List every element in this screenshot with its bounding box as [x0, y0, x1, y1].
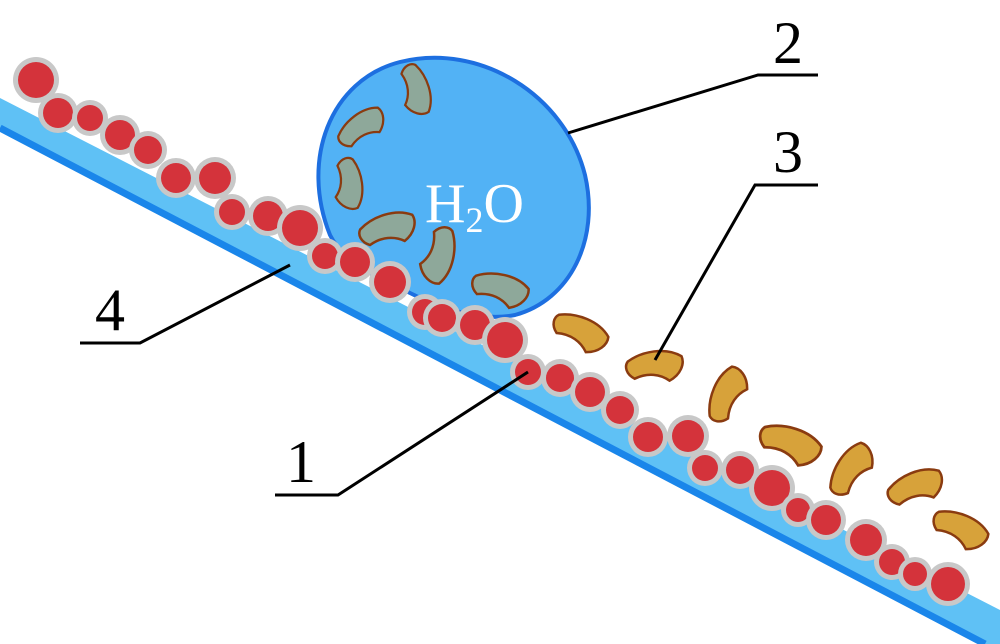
sphere-core: [428, 304, 456, 332]
droplet-formula: H2O: [425, 173, 524, 240]
dirt-particle-in-water: [334, 156, 364, 211]
sphere-core: [754, 470, 790, 506]
sphere-core: [219, 199, 245, 225]
dirt-particle-in-water: [358, 211, 416, 247]
sphere: [628, 417, 668, 457]
dirt-particle: [552, 313, 610, 354]
leader-line-4: [80, 263, 291, 345]
sphere: [129, 131, 167, 169]
sphere: [214, 194, 250, 230]
label-1: 1: [286, 429, 316, 495]
dirt-particle-in-water: [337, 106, 385, 148]
sphere-core: [18, 62, 54, 98]
dirt-particle: [886, 468, 944, 506]
dirt-particle: [708, 365, 749, 423]
surface-substrate: [0, 98, 1000, 644]
sphere: [667, 415, 709, 457]
sphere-core: [850, 524, 882, 556]
sphere: [423, 299, 461, 337]
leader-line-1: [275, 370, 529, 497]
surface: [0, 98, 1000, 644]
sphere: [601, 391, 639, 429]
sphere-core: [77, 105, 103, 131]
sphere: [482, 317, 528, 363]
sphere: [72, 100, 108, 136]
sphere: [156, 158, 196, 198]
formula-o: O: [483, 173, 523, 235]
sphere-core: [312, 243, 338, 269]
sphere-core: [786, 498, 810, 522]
dirt-particle: [624, 349, 684, 383]
formula-subscript: 2: [465, 200, 483, 240]
sphere: [570, 372, 610, 412]
droplet-body: [316, 55, 591, 319]
leader-lines: [80, 73, 818, 497]
sphere-core: [282, 210, 318, 246]
label-2: 2: [773, 10, 803, 76]
water-droplet: [316, 55, 591, 319]
leader-line-3: [653, 183, 818, 361]
sphere-core: [672, 420, 704, 452]
sphere-core: [726, 456, 754, 484]
label-4: 4: [95, 277, 125, 343]
sphere-core: [43, 98, 73, 128]
sphere-core: [161, 163, 191, 193]
sphere: [335, 242, 375, 282]
surface-spheres: [13, 57, 970, 606]
leader-line-2: [567, 73, 818, 135]
sphere-core: [931, 567, 965, 601]
sphere: [926, 562, 970, 606]
sphere-core: [374, 266, 406, 298]
dirt-particles: [334, 63, 990, 551]
sphere-core: [105, 120, 135, 150]
sphere: [806, 500, 846, 540]
sphere: [277, 205, 323, 251]
sphere-core: [460, 310, 490, 340]
sphere: [687, 450, 723, 486]
sphere: [898, 557, 932, 591]
sphere: [194, 157, 236, 199]
dirt-particle: [758, 424, 823, 467]
sphere-core: [199, 162, 231, 194]
surface-edge: [0, 124, 987, 644]
formula-h: H: [425, 173, 465, 235]
sphere-core: [546, 364, 574, 392]
sphere: [38, 93, 78, 133]
sphere-core: [134, 136, 162, 164]
sphere: [845, 519, 887, 561]
dirt-particle-in-water: [400, 63, 432, 115]
label-3: 3: [773, 119, 803, 185]
sphere: [749, 465, 795, 511]
dirt-particle: [829, 441, 874, 496]
sphere-core: [340, 247, 370, 277]
dirt-particle-in-water: [470, 272, 530, 310]
sphere: [307, 238, 343, 274]
sphere: [721, 451, 759, 489]
sphere-core: [811, 505, 841, 535]
sphere-core: [575, 377, 605, 407]
sphere-core: [487, 322, 523, 358]
sphere-core: [692, 455, 718, 481]
sphere-core: [633, 422, 663, 452]
sphere-core: [253, 201, 283, 231]
sphere-core: [879, 549, 905, 575]
sphere: [369, 261, 411, 303]
sphere: [541, 359, 579, 397]
sphere-core: [606, 396, 634, 424]
dirt-particle: [932, 510, 990, 551]
dirt-particle-in-water: [418, 225, 456, 285]
sphere: [13, 57, 59, 103]
sphere-core: [903, 562, 927, 586]
